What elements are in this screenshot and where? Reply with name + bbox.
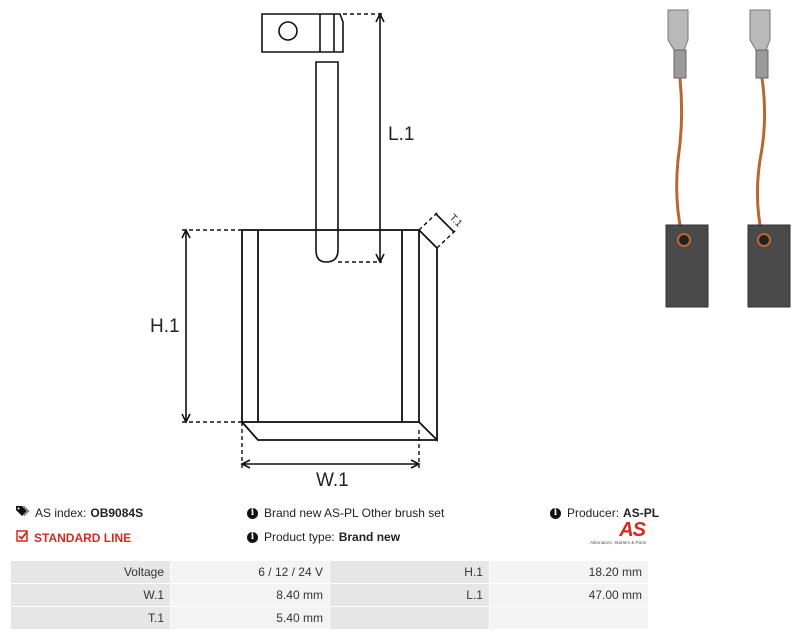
l1-label: L.1 [388,124,414,145]
description-text: Brand new AS-PL Other brush set [264,506,445,520]
spec-label: L.1 [328,583,490,607]
spec-value: 18.20 mm [488,560,650,584]
product-type: i Product type: Brand new [247,530,400,544]
spec-label: Voltage [10,560,171,584]
spec-label: W.1 [10,583,171,607]
product-photo [665,9,791,308]
h1-label: H.1 [150,316,180,337]
as-pl-logo: AS Alternators, Starters & Parts [585,520,651,552]
info-icon: i [247,531,258,543]
product-type-label: Product type: [264,530,335,544]
spec-value: 8.40 mm [170,583,330,607]
technical-drawing: L.1 H.1 W.1 T.1 [150,12,464,491]
logo-mark: AS [619,519,646,541]
brush-left [665,9,709,308]
standard-line: STANDARD LINE [16,530,131,545]
table-row: W.1 8.40 mm L.1 47.00 mm [10,583,650,607]
specs-table: Voltage 6 / 12 / 24 V H.1 18.20 mm W.1 8… [10,560,650,630]
info-icon: i [247,507,258,519]
check-square-icon [16,530,28,545]
as-index-value: OB9084S [90,506,144,520]
brush-right [747,9,791,308]
dimension-lines [182,13,457,468]
info-icon: i [550,507,561,519]
dimension-arrows [181,12,455,469]
description: i Brand new AS-PL Other brush set [247,506,444,520]
w1-label: W.1 [316,470,349,491]
as-index: AS index: OB9084S [16,506,143,520]
spec-label: H.1 [328,560,490,584]
tags-icon [16,506,29,520]
table-row: T.1 5.40 mm [10,606,650,630]
product-type-value: Brand new [338,530,401,544]
spec-label [328,606,490,630]
spec-value: 5.40 mm [170,606,330,630]
logo-tagline: Alternators, Starters & Parts [589,540,647,545]
terminal-tab [261,13,344,53]
producer-label: Producer: [567,506,620,520]
brush-body [241,229,438,443]
spec-value [488,606,650,630]
spec-value: 6 / 12 / 24 V [170,560,330,584]
table-row: Voltage 6 / 12 / 24 V H.1 18.20 mm [10,560,650,584]
producer: i Producer: AS-PL [550,506,659,520]
spec-label: T.1 [10,606,171,630]
producer-value: AS-PL [623,506,660,520]
spec-value: 47.00 mm [488,583,650,607]
as-index-label: AS index: [35,506,87,520]
standard-line-text: STANDARD LINE [34,530,132,545]
lead-wire [315,61,339,263]
